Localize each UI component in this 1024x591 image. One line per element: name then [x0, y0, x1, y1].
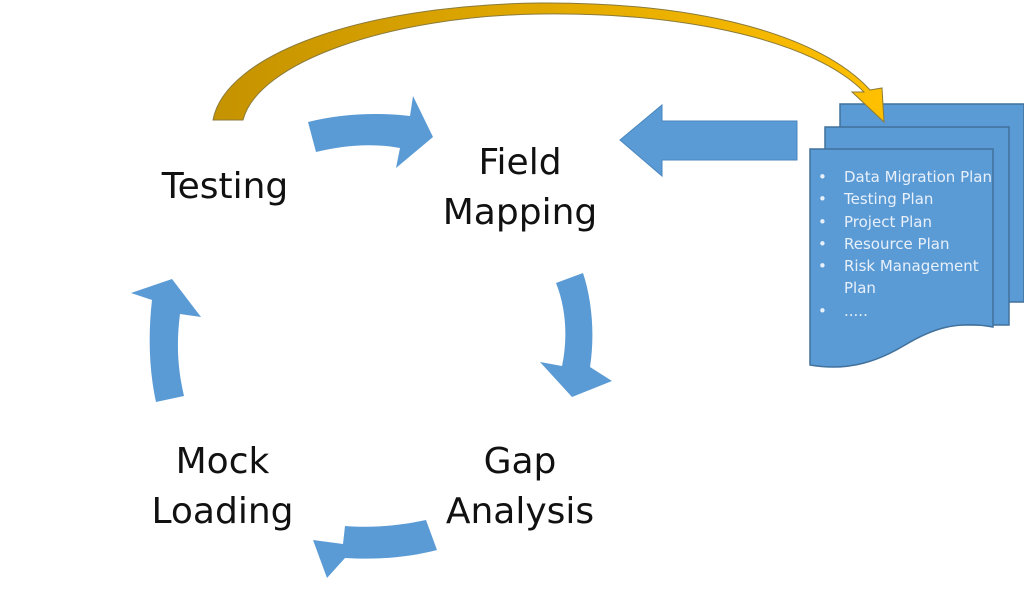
- stage-label-line: Field: [478, 142, 562, 183]
- stage-label-line: Testing: [161, 166, 289, 207]
- stage-label-mock-loading: Mock Loading: [135, 437, 310, 537]
- document-plan-item: Risk Management Plan: [812, 255, 992, 300]
- document-plan-item: Testing Plan: [812, 188, 992, 211]
- stage-label-field-mapping: Field Mapping: [420, 138, 620, 238]
- document-plan-item: .....: [812, 300, 992, 323]
- stage-label-line: Mock: [175, 441, 270, 482]
- cycle-arrow-gap-analysis-to-mock-loading: [313, 520, 437, 578]
- stage-label-line: Mapping: [442, 192, 598, 233]
- documents-to-field-mapping-arrow: [619, 103, 798, 178]
- cycle-arrow-mock-loading-to-testing: [131, 279, 201, 402]
- cycle-arrow-field-mapping-to-gap-analysis: [540, 273, 612, 397]
- stage-label-line: Loading: [151, 491, 294, 532]
- stage-label-line: Gap: [483, 441, 557, 482]
- stage-label-line: Analysis: [445, 491, 595, 532]
- document-plan-item: Resource Plan: [812, 233, 992, 256]
- stage-label-gap-analysis: Gap Analysis: [430, 437, 610, 537]
- document-plan-item: Project Plan: [812, 211, 992, 234]
- document-plan-list: Data Migration Plan Testing Plan Project…: [812, 166, 992, 322]
- feedback-curved-arrow: [212, 2, 885, 124]
- document-plan-item: Data Migration Plan: [812, 166, 992, 189]
- stage-label-testing: Testing: [140, 162, 310, 212]
- cycle-arrow-testing-to-field-mapping: [308, 96, 433, 168]
